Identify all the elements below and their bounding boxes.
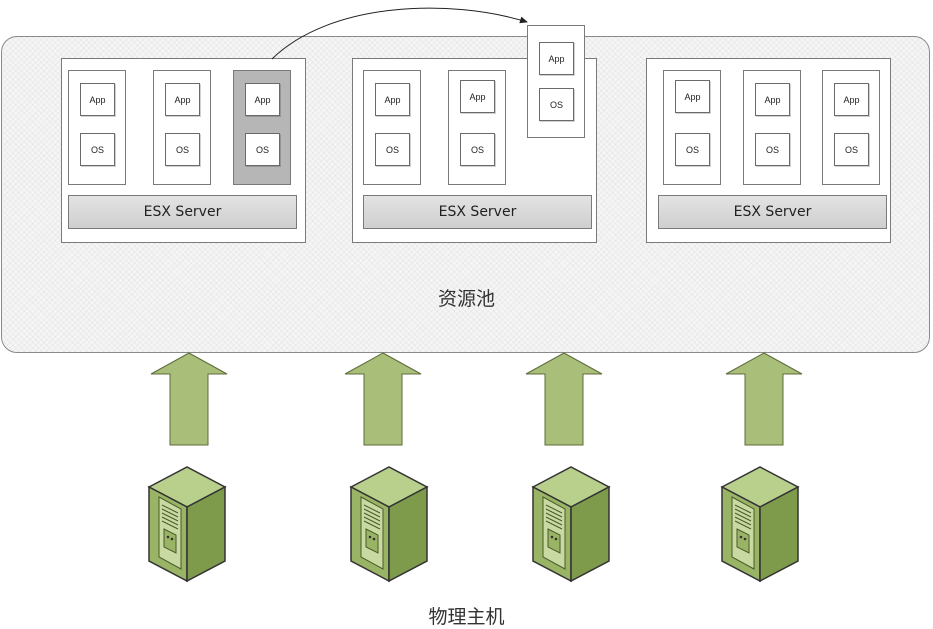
os-box: OS bbox=[675, 133, 710, 166]
app-box: App bbox=[460, 80, 495, 113]
physical-server-icon bbox=[720, 466, 800, 583]
os-box: OS bbox=[375, 133, 410, 166]
app-box: App bbox=[375, 83, 410, 116]
os-box: OS bbox=[245, 133, 280, 166]
vm-migration-source: App OS bbox=[233, 70, 291, 185]
vm: App OS bbox=[68, 70, 126, 185]
upward-arrow bbox=[344, 352, 422, 446]
os-box: OS bbox=[460, 133, 495, 166]
esx-server-bar: ESX Server bbox=[363, 195, 592, 229]
esx-server-bar: ESX Server bbox=[658, 195, 887, 229]
os-box: OS bbox=[539, 88, 574, 121]
app-box: App bbox=[539, 42, 574, 75]
vm: App OS bbox=[743, 70, 801, 185]
physical-hosts-label: 物理主机 bbox=[428, 606, 505, 628]
vm: App OS bbox=[153, 70, 211, 185]
os-box: OS bbox=[165, 133, 200, 166]
upward-arrow bbox=[150, 352, 228, 446]
upward-arrow bbox=[725, 352, 803, 446]
vm: App OS bbox=[822, 70, 880, 185]
resource-pool-label: 资源池 bbox=[437, 288, 495, 310]
os-box: OS bbox=[834, 133, 869, 166]
esx-host-2: App OS App OS ESX Server bbox=[352, 58, 597, 243]
app-box: App bbox=[80, 83, 115, 116]
app-box: App bbox=[245, 83, 280, 116]
migrating-vm: App OS bbox=[527, 25, 585, 138]
app-box: App bbox=[755, 83, 790, 116]
vm: App OS bbox=[363, 70, 421, 185]
app-box: App bbox=[165, 83, 200, 116]
app-box: App bbox=[834, 83, 869, 116]
physical-server-icon bbox=[147, 466, 227, 583]
app-box: App bbox=[675, 80, 710, 113]
upward-arrow bbox=[525, 352, 603, 446]
physical-server-icon bbox=[349, 466, 429, 583]
os-box: OS bbox=[755, 133, 790, 166]
os-box: OS bbox=[80, 133, 115, 166]
migration-arrow bbox=[271, 7, 528, 60]
vm: App OS bbox=[448, 70, 506, 185]
esx-host-1: App OS App OS App OS ESX Server bbox=[61, 58, 306, 243]
vm: App OS bbox=[663, 70, 721, 185]
physical-server-icon bbox=[531, 466, 611, 583]
esx-server-bar: ESX Server bbox=[68, 195, 297, 229]
esx-host-3: App OS App OS App OS ESX Server bbox=[646, 58, 891, 243]
